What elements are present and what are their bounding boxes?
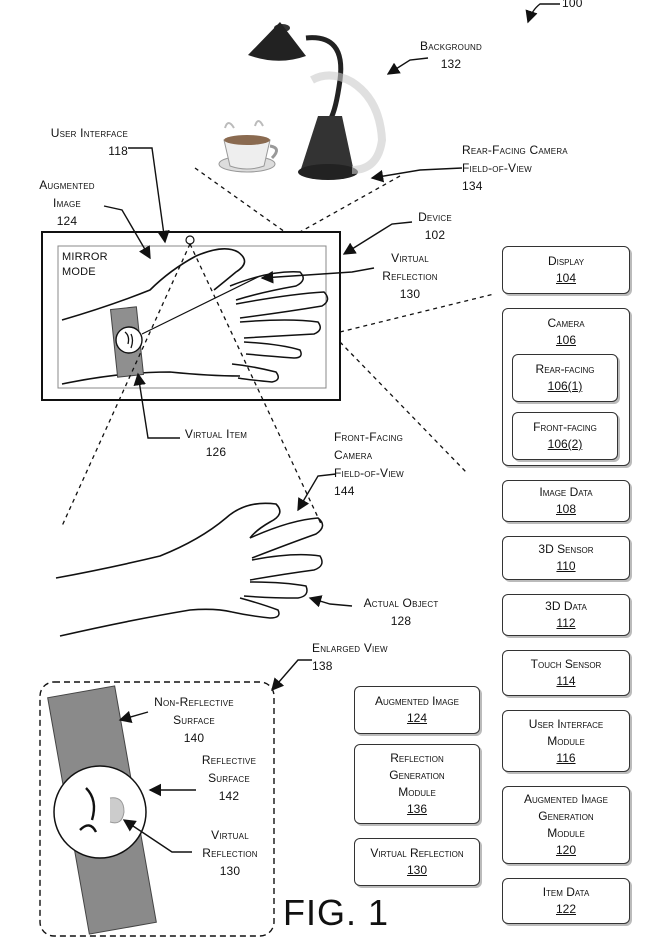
ref-100-leader bbox=[525, 3, 560, 24]
enlarged-view-frame bbox=[39, 681, 275, 937]
box-rear-facing: Rear-facing 106(1) bbox=[512, 354, 618, 402]
label-background: Background 132 bbox=[420, 39, 483, 71]
coffee-cup-icon bbox=[218, 120, 278, 173]
label-virtual-reflection: Virtual Reflection 130 bbox=[382, 251, 438, 301]
box-virtual-reflection: Virtual Reflection 130 bbox=[354, 838, 480, 886]
label-virtual-item: Virtual Item 126 bbox=[184, 427, 248, 459]
box-3d-sensor: 3D Sensor 110 bbox=[502, 536, 630, 580]
box-image-data: Image Data 108 bbox=[502, 480, 630, 522]
label-non-reflective: Non-Reflective Surface 140 bbox=[154, 695, 234, 745]
rear-fov-leader bbox=[370, 167, 463, 183]
device-leader bbox=[342, 221, 413, 255]
virtual-reflection-leader bbox=[260, 267, 375, 284]
box-ui-module: User Interface Module 116 bbox=[502, 710, 630, 772]
augmented-image-leader bbox=[103, 205, 151, 260]
label-ev-virtual-reflection: Virtual Reflection 130 bbox=[202, 828, 258, 878]
box-touch-sensor: Touch Sensor 114 bbox=[502, 650, 630, 696]
label-rear-fov: Rear-Facing Camera Field-of-View 134 bbox=[462, 143, 568, 193]
box-reflection-gen: Reflection Generation Module 136 bbox=[354, 744, 480, 824]
ui-leader bbox=[128, 147, 170, 244]
actual-object-leader bbox=[308, 595, 353, 608]
box-front-facing: Front-facing 106(2) bbox=[512, 412, 618, 460]
lamp-icon bbox=[248, 22, 387, 180]
label-reflective: Reflective Surface 142 bbox=[201, 753, 257, 803]
box-aug-gen-module: Augmented Image Generation Module 120 bbox=[502, 786, 630, 864]
figure-ref-number: 100 bbox=[562, 0, 583, 10]
label-enlarged-view: Enlarged View 138 bbox=[312, 641, 388, 673]
label-augmented-image: Augmented Image 124 bbox=[39, 178, 95, 228]
display-screen bbox=[57, 245, 327, 389]
enlarged-view-leader bbox=[271, 659, 312, 692]
front-fov-leader bbox=[297, 473, 337, 512]
actual-hand bbox=[55, 502, 324, 637]
box-item-data: Item Data 122 bbox=[502, 878, 630, 924]
label-front-fov: Front-Facing Camera Field-of-View 144 bbox=[334, 430, 404, 498]
label-actual-object: Actual Object 128 bbox=[363, 596, 439, 628]
background-leader bbox=[386, 57, 429, 75]
box-augmented-image: Augmented Image 124 bbox=[354, 686, 480, 734]
box-display: Display 104 bbox=[502, 246, 630, 294]
label-device: Device 102 bbox=[418, 210, 452, 242]
label-user-interface: User Interface 118 bbox=[50, 126, 128, 158]
box-3d-data: 3D Data 112 bbox=[502, 594, 630, 636]
label-mirror-mode: MIRROR MODE bbox=[62, 251, 108, 278]
figure-title: FIG. 1 bbox=[283, 892, 390, 933]
virtual-item-leader bbox=[133, 372, 180, 439]
